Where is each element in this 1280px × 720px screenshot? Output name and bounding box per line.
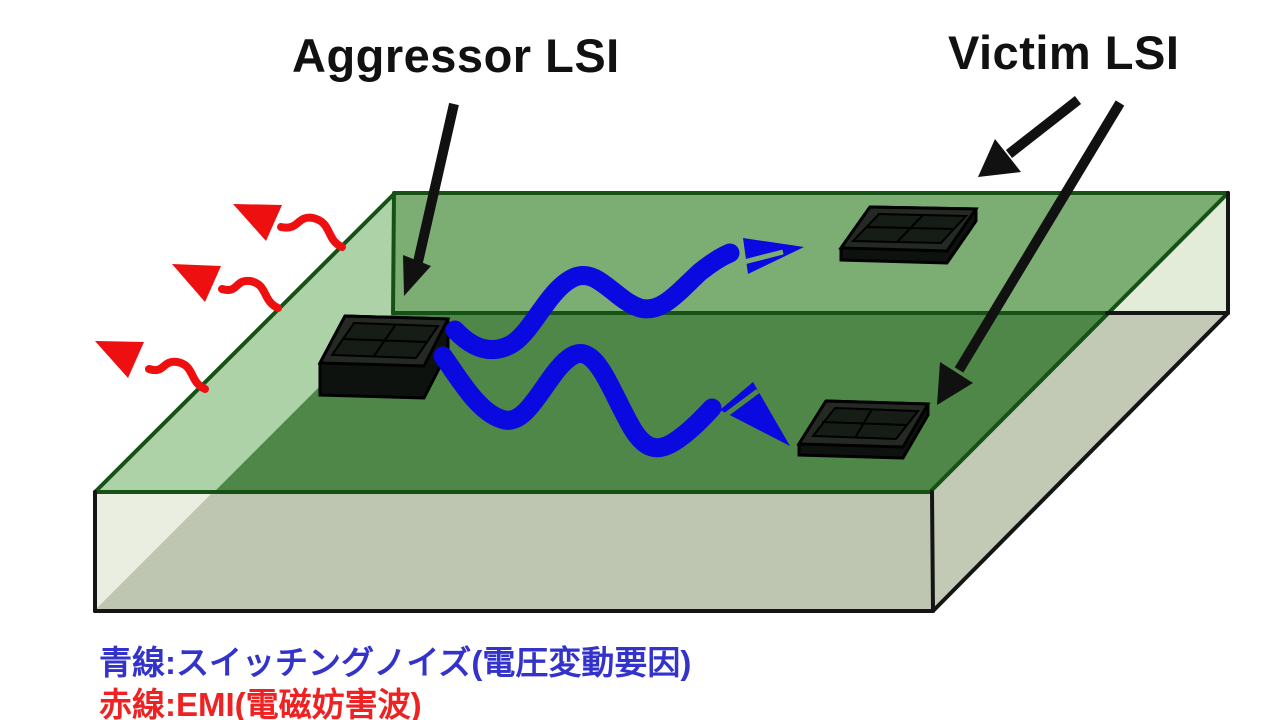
emi-arrowhead	[172, 264, 221, 302]
emi-arrow-1	[233, 204, 346, 251]
aggressor-pointer	[403, 102, 459, 296]
pointer-line	[1005, 96, 1082, 158]
pointer-arrowhead	[937, 362, 973, 405]
chip-grid-lines	[865, 214, 955, 243]
emi-arrowhead	[233, 204, 282, 241]
emi-arrow-3	[95, 341, 209, 393]
noise-wave	[445, 243, 740, 360]
pcb-back-wall	[393, 193, 1228, 313]
arrowhead-notch	[739, 249, 784, 266]
emi-wave	[218, 276, 282, 312]
pcb-board	[93, 191, 1230, 613]
pointer-line	[954, 100, 1125, 373]
victim-lsi-label: Victim LSI	[948, 26, 1180, 79]
noise-arrowhead	[720, 382, 790, 446]
slab-front-face	[95, 492, 933, 611]
emi-wave	[145, 357, 209, 393]
victim-pointer-upper	[978, 96, 1082, 177]
legend-blue-line-text: 青線:スイッチングノイズ(電圧変動要因)	[99, 644, 692, 681]
chip-victim-lsi-bottom	[796, 399, 931, 460]
slab-front-pale-triangle	[95, 492, 213, 610]
chip-grid-lines	[821, 408, 908, 439]
victim-pointer-lower	[937, 100, 1125, 405]
chip-grid-lines	[342, 323, 428, 357]
aggressor-lsi-label: Aggressor LSI	[292, 29, 620, 82]
emi-arrow-2	[172, 264, 282, 312]
pointer-line	[413, 102, 459, 264]
emi-arrowhead	[95, 341, 144, 378]
noise-arrow-lower	[433, 344, 790, 458]
legend-red-line-text: 赤線:EMI(電磁妨害波)	[99, 686, 422, 720]
chip-aggressor-lsi	[317, 314, 451, 400]
emi-wave	[277, 213, 346, 251]
pointer-arrowhead	[978, 139, 1021, 177]
noise-arrow-upper	[445, 238, 804, 360]
noise-wave	[433, 344, 722, 458]
arrowhead-notch	[721, 388, 760, 420]
pointer-arrowhead	[403, 255, 431, 296]
chip-victim-lsi-top	[838, 205, 979, 265]
